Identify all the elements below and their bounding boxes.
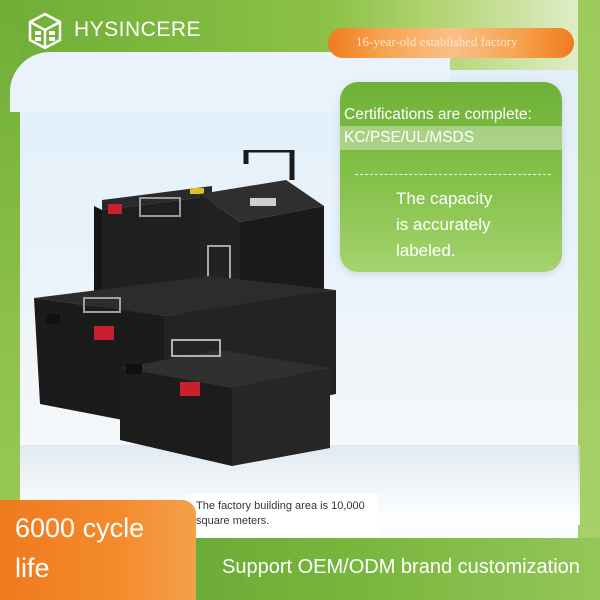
capacity-line-2: is accurately — [396, 215, 491, 234]
cycle-life-line-2: life — [15, 553, 50, 583]
green-frame-left — [0, 0, 20, 600]
capacity-line-1: The capacity — [396, 189, 493, 208]
capacity-line-3: labeled. — [396, 241, 456, 260]
factory-note: The factory building area is 10,000 squa… — [196, 499, 376, 529]
feature-card — [340, 82, 562, 272]
certifications-line-2: KC/PSE/UL/MSDS — [340, 126, 562, 150]
brand-name: HYSINCERE — [74, 18, 202, 41]
green-frame-right — [578, 0, 600, 600]
lithium-battery-packs-image — [34, 150, 336, 466]
cube-logo-icon — [28, 12, 62, 50]
established-badge-text: 16-year-old established factory — [356, 34, 518, 49]
cycle-life-box — [0, 500, 196, 600]
factory-note-box — [186, 494, 378, 536]
established-badge — [328, 28, 574, 58]
cycle-life-line-1: 6000 cycle — [15, 513, 145, 543]
certifications-line-1: Certifications are complete: — [344, 106, 532, 123]
card-divider — [355, 174, 551, 175]
capacity-text: The capacity is accurately labeled. — [396, 186, 546, 264]
factory-note-line-2: square meters. — [196, 515, 270, 527]
cycle-life-text: 6000 cycle life — [15, 508, 190, 588]
oem-support-text: Support OEM/ODM brand customization — [222, 556, 580, 578]
factory-note-line-1: The factory building area is 10,000 — [196, 500, 365, 512]
certifications-text: Certifications are complete: KC/PSE/UL/M… — [340, 104, 574, 150]
